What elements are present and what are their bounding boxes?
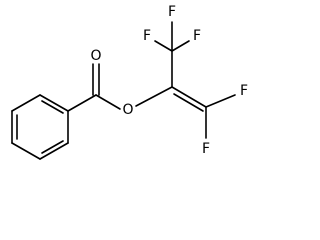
fluorine-label-top-right: F [193, 28, 201, 44]
ring-bond-4 [11, 142, 41, 160]
ring-to-carbonyl-bond [67, 94, 97, 112]
fluorine-label-vinyl-lower: F [202, 141, 210, 157]
fluorine-label-top-mid: F [168, 4, 176, 20]
fluorine-label-top-left: F [143, 28, 151, 44]
cf3-bond-right [171, 40, 190, 52]
molecule-drawing: O O F F F F F [11, 4, 248, 160]
vinyl-double-bond-b [173, 93, 204, 112]
cf2-bond-upper [205, 94, 236, 108]
carbonyl-oxygen-label: O [90, 48, 101, 64]
vinyl-double-bond-a [171, 86, 207, 108]
ester-oxygen-to-vinyl-bond [135, 86, 173, 107]
ring-bond-6 [11, 94, 41, 112]
cf3-bond-left [154, 40, 173, 52]
ring-double-bond-1 [41, 100, 64, 114]
ester-oxygen-label: O [122, 102, 133, 118]
ring-bond-3 [39, 142, 69, 160]
benzene-ring [11, 94, 69, 160]
ring-bond-1 [39, 94, 69, 112]
fluorine-label-vinyl-upper: F [240, 83, 248, 99]
structure-diagram: O O F F F F F [11, 4, 248, 160]
ring-double-bond-2 [41, 140, 64, 154]
carbonyl-to-ester-oxygen-bond [95, 94, 121, 110]
